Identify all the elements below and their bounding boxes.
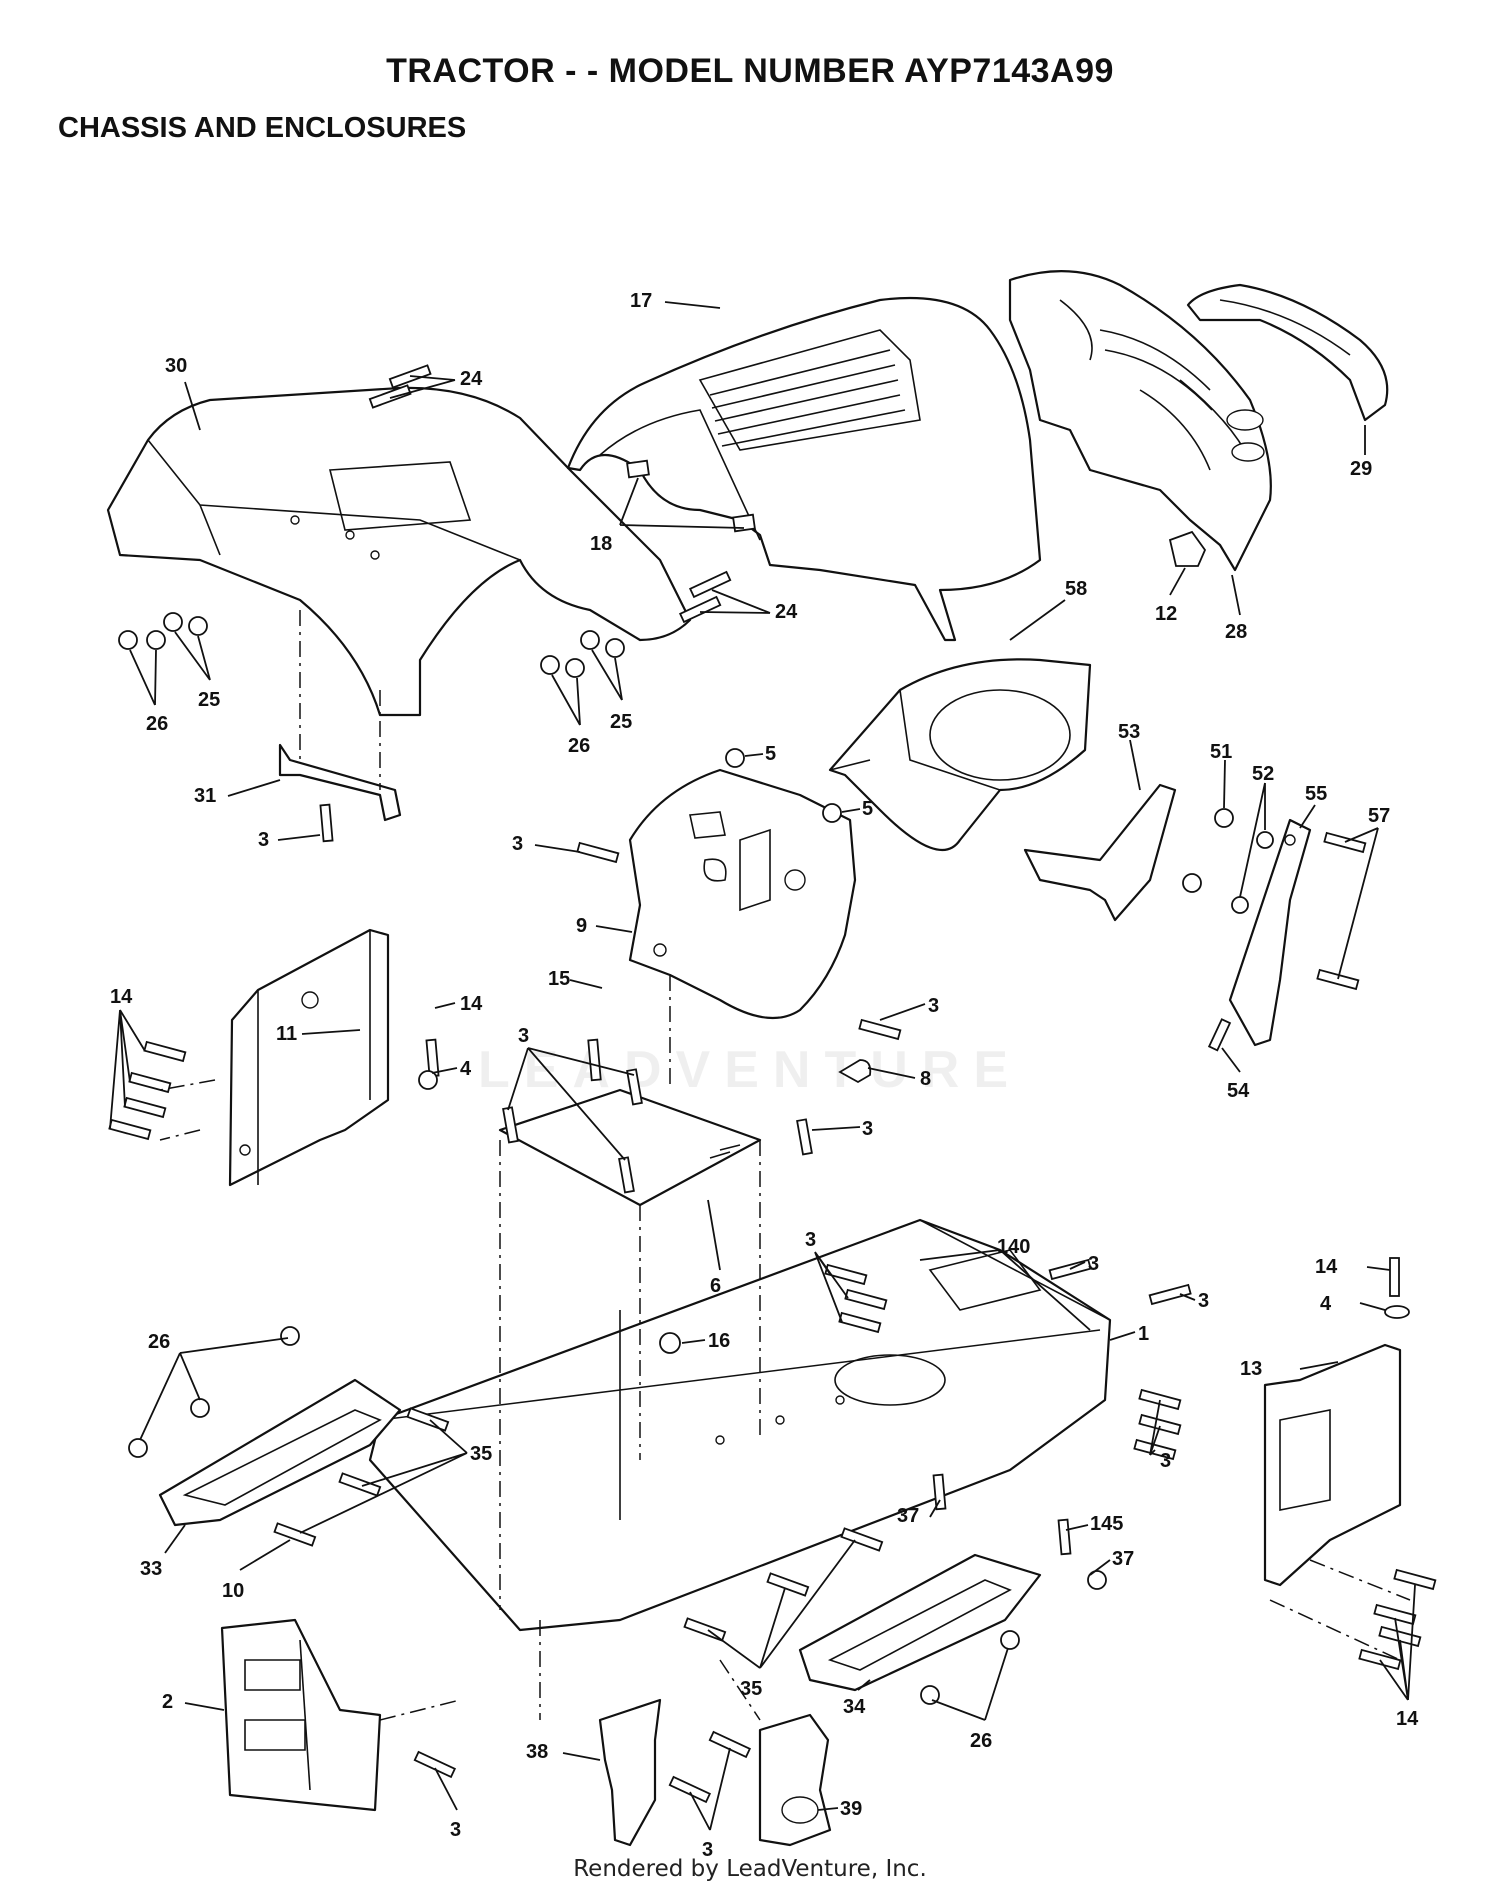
callout-label: 58	[1065, 578, 1087, 600]
alignment-lines	[159, 610, 1411, 1721]
callout-label: 26	[146, 713, 168, 735]
callout-label: 37	[1112, 1548, 1134, 1570]
callout-label: 14	[460, 993, 483, 1015]
callout-label: 3	[1160, 1450, 1171, 1472]
frame-part[interactable]	[368, 1218, 1112, 1632]
callout-label: 5	[862, 798, 873, 820]
callout-label: 29	[1350, 458, 1372, 480]
callout-label: 25	[198, 689, 220, 711]
pivot-bracket-part[interactable]	[1228, 818, 1312, 1047]
hardware-parts	[108, 364, 1437, 1804]
rear-fender-part[interactable]	[106, 386, 692, 717]
callout-label: 3	[1198, 1290, 1209, 1312]
callout-label: 14	[1315, 1256, 1338, 1278]
callout-labels: 30 24 17 29 18 12 28 24 58 26 25 26 25 5…	[109, 290, 1419, 1861]
footer-credit: Rendered by LeadVenture, Inc.	[573, 1856, 927, 1882]
callout-label: 140	[997, 1236, 1030, 1258]
callout-label: 14	[110, 986, 133, 1008]
section-title: CHASSIS AND ENCLOSURES	[58, 112, 467, 144]
callout-label: 15	[548, 968, 570, 990]
callout-label: 35	[470, 1443, 492, 1465]
callout-label: 3	[862, 1118, 873, 1140]
callout-label: 38	[526, 1741, 548, 1763]
callout-label: 3	[702, 1839, 713, 1861]
callout-label: 37	[897, 1505, 919, 1527]
callout-label: 35	[740, 1678, 762, 1700]
callout-label: 4	[460, 1058, 472, 1080]
callout-label: 10	[222, 1580, 244, 1602]
bracket-38-part[interactable]	[598, 1698, 662, 1847]
grille-part[interactable]	[1008, 270, 1272, 572]
page-title: TRACTOR - - MODEL NUMBER AYP7143A99	[386, 52, 1114, 90]
callout-label: 55	[1305, 783, 1327, 805]
callout-label: 53	[1118, 721, 1140, 743]
callout-label: 39	[840, 1798, 862, 1820]
callout-label: 17	[630, 290, 652, 312]
callout-label: 3	[518, 1025, 529, 1047]
callout-label: 3	[450, 1819, 461, 1841]
callout-label: 5	[765, 743, 776, 765]
callout-label: 51	[1210, 741, 1232, 763]
callout-label: 57	[1368, 805, 1390, 827]
clip-part[interactable]	[838, 1059, 872, 1084]
callout-label: 54	[1227, 1080, 1250, 1102]
callout-label: 52	[1252, 763, 1274, 785]
callout-label: 1	[1138, 1323, 1149, 1345]
callout-label: 3	[805, 1229, 816, 1251]
callout-label: 9	[576, 915, 587, 937]
callout-label: 33	[140, 1558, 162, 1580]
callout-label: 26	[148, 1331, 170, 1353]
callout-label: 11	[276, 1023, 297, 1045]
callout-label: 2	[162, 1691, 173, 1713]
callout-label: 16	[708, 1330, 730, 1352]
callout-label: 24	[460, 368, 483, 390]
callout-label: 31	[194, 785, 216, 807]
callout-label: 6	[710, 1275, 721, 1297]
callout-label: 14	[1396, 1708, 1419, 1730]
callout-label: 26	[568, 735, 590, 757]
dash-tray-part[interactable]	[828, 658, 1092, 852]
callout-label: 3	[1088, 1253, 1099, 1275]
dash-panel-part[interactable]	[628, 768, 857, 1020]
callout-label: 12	[1155, 603, 1177, 625]
callout-label: 28	[1225, 621, 1247, 643]
callout-label: 8	[920, 1068, 931, 1090]
callout-label: 30	[165, 355, 187, 377]
callout-label: 13	[1240, 1358, 1262, 1380]
callout-label: 3	[512, 833, 523, 855]
callout-label: 26	[970, 1730, 992, 1752]
fender-bracket-part[interactable]	[278, 743, 402, 822]
clip-nut-part[interactable]	[1168, 530, 1207, 567]
footrest-right-part[interactable]	[798, 1553, 1042, 1692]
callout-label: 24	[775, 601, 798, 623]
hood-part[interactable]	[566, 296, 1042, 642]
callout-label: 3	[258, 829, 269, 851]
callout-label: 18	[590, 533, 612, 555]
callout-label: 3	[928, 995, 939, 1017]
callout-label: 25	[610, 711, 632, 733]
bracket-39-part[interactable]	[758, 1713, 832, 1847]
side-panel-right-part[interactable]	[1263, 1343, 1402, 1587]
callout-label: 4	[1320, 1293, 1332, 1315]
side-panel-left-part[interactable]	[228, 928, 390, 1187]
callout-label: 145	[1090, 1513, 1123, 1535]
footrest-left-part[interactable]	[158, 1378, 402, 1527]
callout-label: 34	[843, 1696, 866, 1718]
grille-cover-part[interactable]	[1186, 283, 1389, 422]
bracket-part[interactable]	[1023, 783, 1177, 922]
watermark: LEADVENTURE	[477, 1041, 1023, 1099]
front-bracket-part[interactable]	[220, 1618, 382, 1812]
